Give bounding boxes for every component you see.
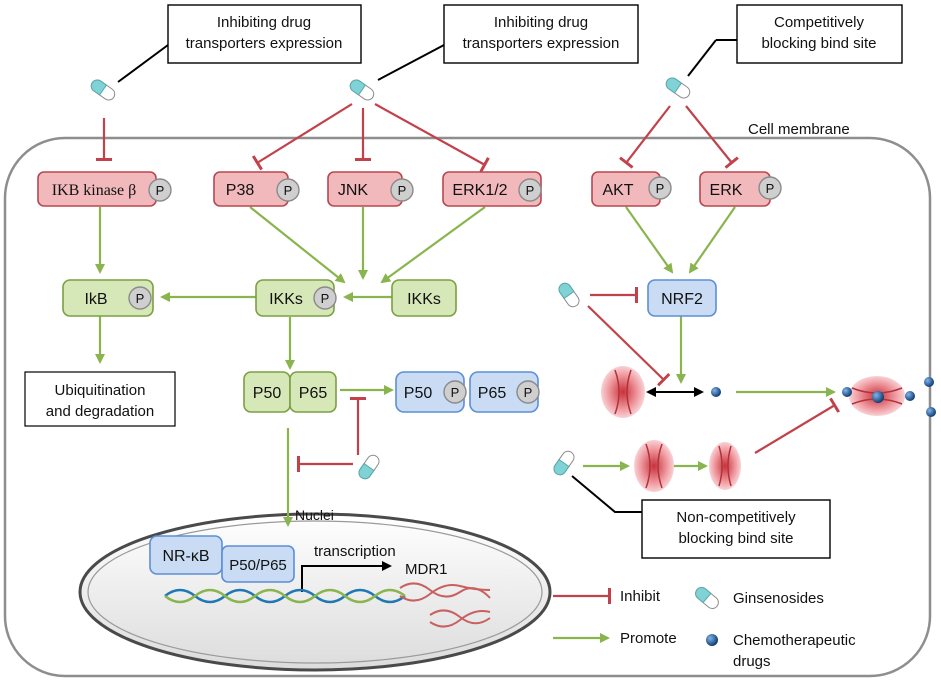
- phosphate-badge: P: [128, 286, 152, 310]
- svg-text:P: P: [321, 291, 330, 306]
- nucleus: [78, 512, 552, 672]
- transcription-label: transcription: [314, 543, 396, 560]
- svg-text:ERK1/2: ERK1/2: [452, 182, 507, 199]
- promote-edges: [95, 206, 836, 527]
- dna-helix: [164, 582, 491, 628]
- legend: Inhibit Promote Ginsenosides Chemotherap…: [553, 584, 856, 670]
- svg-text:P: P: [284, 183, 293, 198]
- chemo-drug-icon: [905, 391, 915, 401]
- phosphate-badge: P: [648, 176, 672, 200]
- svg-text:JNK: JNK: [338, 182, 369, 199]
- phosphate-badge: P: [148, 178, 172, 202]
- node-ikks: IKKs: [391, 279, 457, 317]
- node-nfkb: NR-κB: [149, 535, 223, 575]
- ginsenoside-capsule-icon: [356, 452, 382, 482]
- svg-text:P65: P65: [478, 385, 507, 402]
- svg-text:P: P: [766, 181, 775, 196]
- callout-left: Inhibiting drug transporters expression: [167, 4, 362, 64]
- svg-text:P: P: [136, 291, 145, 306]
- svg-text:NR-κB: NR-κB: [162, 548, 209, 565]
- svg-text:P: P: [524, 385, 533, 400]
- svg-text:P50: P50: [253, 385, 282, 402]
- svg-text:ERK: ERK: [710, 182, 743, 199]
- svg-text:AKT: AKT: [602, 182, 633, 199]
- node-nrf2: NRF2: [647, 279, 717, 317]
- node-ubiquitination: Ubiquitination and degradation: [24, 371, 176, 427]
- node-p50p65: P50/P65: [221, 545, 295, 583]
- transcription-arrow: [301, 561, 392, 592]
- svg-text:P: P: [656, 181, 665, 196]
- svg-text:transporters expression: transporters expression: [186, 35, 343, 52]
- callout-bottom: Non-competitively blocking bind site: [641, 499, 831, 559]
- node-p50: P50: [243, 371, 291, 413]
- svg-text:Ubiquitination: Ubiquitination: [55, 382, 146, 399]
- ginsenoside-capsule-icon: [551, 448, 577, 478]
- ginsenoside-capsule-icon: [347, 77, 377, 103]
- node-ikb: IkB: [62, 279, 154, 317]
- svg-text:Inhibiting drug: Inhibiting drug: [494, 14, 588, 31]
- svg-text:P: P: [451, 385, 460, 400]
- callout-right: Competitively blocking bind site: [736, 4, 903, 64]
- svg-text:Chemotherapeutic: Chemotherapeutic: [733, 632, 856, 649]
- chemo-drug-icon: [926, 407, 936, 417]
- ginsenoside-capsule-icon: [663, 75, 693, 101]
- mdr1-label: MDR1: [405, 561, 448, 578]
- transporter-icon: [601, 366, 645, 418]
- svg-text:IKKs: IKKs: [407, 291, 441, 308]
- svg-text:IKB kinase β: IKB kinase β: [52, 182, 137, 199]
- svg-text:P: P: [526, 183, 535, 198]
- phosphate-badge: P: [758, 176, 782, 200]
- svg-text:blocking bind site: blocking bind site: [761, 35, 876, 52]
- transporter-icon: [634, 440, 674, 492]
- node-jnk: JNK: [327, 171, 403, 207]
- svg-text:blocking bind site: blocking bind site: [678, 530, 793, 547]
- cell-membrane-label: Cell membrane: [748, 121, 850, 138]
- chemo-drug-icon: [842, 387, 852, 397]
- ginsenoside-capsule-icon: [88, 77, 118, 103]
- svg-text:and degradation: and degradation: [46, 403, 154, 420]
- transporter-icon: [709, 442, 741, 490]
- phosphate-badge: P: [516, 380, 540, 404]
- svg-text:P50: P50: [404, 385, 433, 402]
- chemo-drug-icon: [872, 391, 884, 403]
- legend-ginsenosides-label: Ginsenosides: [733, 590, 824, 607]
- legend-inhibit-label: Inhibit: [620, 588, 661, 605]
- phosphate-badge: P: [390, 178, 414, 202]
- chemo-drug-icon: [924, 377, 934, 387]
- node-p65: P65: [289, 371, 337, 413]
- svg-text:NRF2: NRF2: [661, 291, 703, 308]
- svg-text:Inhibiting drug: Inhibiting drug: [217, 14, 311, 31]
- svg-text:Competitively: Competitively: [774, 14, 865, 31]
- svg-text:P: P: [156, 183, 165, 198]
- svg-text:P65: P65: [299, 385, 328, 402]
- nuclei-label: Nuclei: [295, 507, 334, 523]
- inhibit-edges: [96, 103, 840, 472]
- svg-text:transporters expression: transporters expression: [463, 35, 620, 52]
- svg-text:P50/P65: P50/P65: [229, 557, 287, 574]
- node-erk: ERK: [699, 171, 771, 207]
- ginsenoside-capsule-icon: [556, 280, 582, 310]
- node-p65-activated: P65: [469, 371, 539, 413]
- svg-text:P: P: [398, 183, 407, 198]
- svg-text:IKKs: IKKs: [269, 291, 303, 308]
- svg-text:IkB: IkB: [84, 291, 107, 308]
- phosphate-badge: P: [518, 178, 542, 202]
- callout-middle: Inhibiting drug transporters expression: [443, 4, 639, 64]
- chemo-drug-icon: [711, 387, 721, 397]
- svg-text:P38: P38: [226, 182, 255, 199]
- phosphate-badge: P: [313, 286, 337, 310]
- phosphate-badge: P: [276, 178, 300, 202]
- node-ikb-kinase: IKB kinase β: [37, 171, 157, 207]
- phosphate-badge: P: [443, 380, 467, 404]
- legend-chemo-drug-icon: [706, 634, 718, 646]
- cell-membrane: [3, 136, 932, 678]
- svg-text:Non-competitively: Non-competitively: [676, 509, 796, 526]
- legend-ginsenoside-icon: [692, 584, 722, 612]
- node-p50-activated: P50: [395, 371, 465, 413]
- legend-promote-label: Promote: [620, 630, 677, 647]
- svg-text:drugs: drugs: [733, 653, 771, 670]
